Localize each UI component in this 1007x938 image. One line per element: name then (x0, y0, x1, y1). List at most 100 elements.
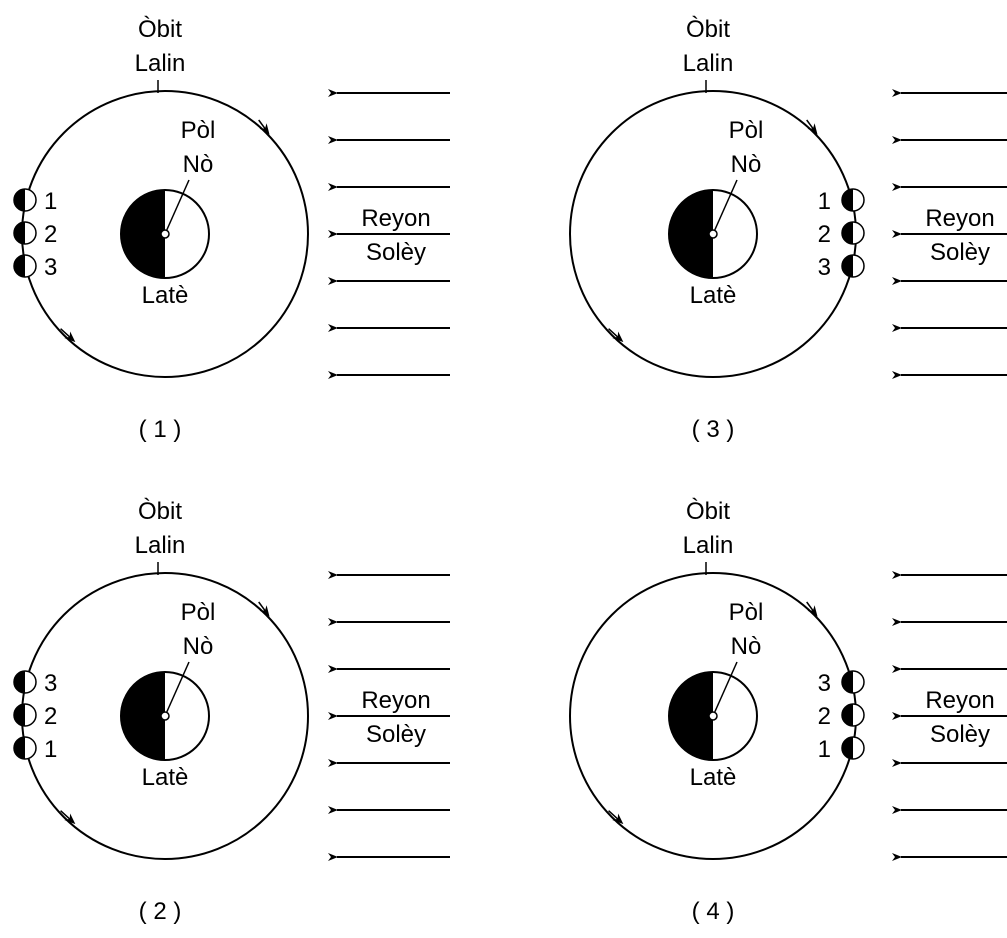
sun-rays (328, 89, 450, 379)
moon-dark-half (842, 737, 853, 759)
pole-pointer (164, 661, 190, 717)
earth (120, 661, 210, 761)
moon-number: 2 (44, 703, 57, 730)
orbit-label-line2: Lalin (683, 532, 734, 559)
moon-number: 3 (818, 670, 831, 697)
orbit-direction-arrow-upper (806, 601, 818, 617)
panel-3: Òbit Lalin Pòl Nò Latè 1 2 3 (569, 16, 1007, 443)
moon-dark-half (842, 671, 853, 693)
earth (668, 179, 758, 279)
orbit-direction-arrow-lower (608, 328, 624, 343)
orbit-label-line2: Lalin (135, 532, 186, 559)
north-pole-label-line1: Pòl (181, 599, 216, 626)
pole-pointer (164, 179, 190, 235)
sun-rays (892, 89, 1007, 379)
earth-label: Latè (690, 282, 737, 309)
north-pole-label-line2: Nò (731, 633, 762, 660)
moon-2 (841, 221, 865, 245)
earth-night-side (121, 190, 165, 278)
orbit-direction-arrow-upper (806, 119, 818, 135)
sun-rays-label-line1: Reyon (925, 687, 994, 714)
orbit-direction-arrow-lower (60, 328, 76, 343)
moon-dark-half (14, 255, 25, 277)
earth-label: Latè (142, 282, 189, 309)
orbit-direction-arrow-lower (608, 810, 624, 825)
panel-caption: ( 2 ) (139, 898, 182, 925)
orbit-label-line1: Òbit (686, 16, 730, 43)
moon-3 (13, 254, 37, 278)
north-pole-dot (160, 711, 170, 721)
moon-dark-half (842, 704, 853, 726)
earth (668, 661, 758, 761)
sun-rays-label-line2: Solèy (930, 721, 990, 748)
sun-rays-label-line2: Solèy (366, 721, 426, 748)
sun-rays-label-line2: Solèy (366, 239, 426, 266)
moon-2 (13, 221, 37, 245)
moon-1 (841, 188, 865, 212)
moon-dark-half (14, 737, 25, 759)
sun-rays-label-line2: Solèy (930, 239, 990, 266)
sun-rays-label-line1: Reyon (925, 205, 994, 232)
north-pole-dot (708, 711, 718, 721)
panel-1: Òbit Lalin Pòl Nò Latè 1 2 3 (13, 16, 450, 443)
orbit-direction-arrow-upper (258, 119, 270, 135)
north-pole-label-line2: Nò (183, 633, 214, 660)
panel-caption: ( 1 ) (139, 416, 182, 443)
orbit-label-line1: Òbit (138, 498, 182, 525)
panel-2: Òbit Lalin Pòl Nò Latè 3 2 1 (13, 498, 450, 925)
panel-caption: ( 4 ) (692, 898, 735, 925)
orbit-label-line2: Lalin (135, 50, 186, 77)
sun-rays-label-line1: Reyon (361, 205, 430, 232)
earth-outline (120, 189, 210, 279)
moon-1 (13, 188, 37, 212)
moon-number: 1 (44, 736, 57, 763)
north-pole-dot (160, 229, 170, 239)
moon-number: 2 (818, 221, 831, 248)
orbit-label-line1: Òbit (686, 498, 730, 525)
orbit-direction-arrow-upper (258, 601, 270, 617)
north-pole-label-line2: Nò (731, 151, 762, 178)
moon-3 (841, 670, 865, 694)
earth-label: Latè (142, 764, 189, 791)
moon-dark-half (14, 704, 25, 726)
moon-number: 1 (818, 188, 831, 215)
earth (120, 179, 210, 279)
pole-pointer (712, 661, 738, 717)
moon-number: 1 (44, 188, 57, 215)
earth-label: Latè (690, 764, 737, 791)
moon-dark-half (842, 222, 853, 244)
pole-pointer (712, 179, 738, 235)
moon-dark-half (842, 189, 853, 211)
north-pole-label-line1: Pòl (181, 117, 216, 144)
panel-4: Òbit Lalin Pòl Nò Latè 3 2 1 (569, 498, 1007, 925)
moon-number: 3 (44, 254, 57, 281)
earth-night-side (121, 672, 165, 760)
moon-number: 3 (818, 254, 831, 281)
earth-night-side (669, 672, 713, 760)
moon-3 (13, 670, 37, 694)
moon-number: 1 (818, 736, 831, 763)
orbit-direction-arrow-lower (60, 810, 76, 825)
sun-rays (328, 571, 450, 861)
moon-dark-half (14, 189, 25, 211)
earth-night-side (669, 190, 713, 278)
moon-number: 2 (44, 221, 57, 248)
moon-1 (841, 736, 865, 760)
moon-2 (13, 703, 37, 727)
moon-2 (841, 703, 865, 727)
north-pole-label-line1: Pòl (729, 117, 764, 144)
moon-number: 3 (44, 670, 57, 697)
moon-dark-half (842, 255, 853, 277)
moon-dark-half (14, 222, 25, 244)
moon-1 (13, 736, 37, 760)
orbit-label-line1: Òbit (138, 16, 182, 43)
moon-3 (841, 254, 865, 278)
sun-rays-label-line1: Reyon (361, 687, 430, 714)
earth-outline (668, 671, 758, 761)
earth-outline (668, 189, 758, 279)
north-pole-label-line1: Pòl (729, 599, 764, 626)
north-pole-label-line2: Nò (183, 151, 214, 178)
north-pole-dot (708, 229, 718, 239)
moon-dark-half (14, 671, 25, 693)
